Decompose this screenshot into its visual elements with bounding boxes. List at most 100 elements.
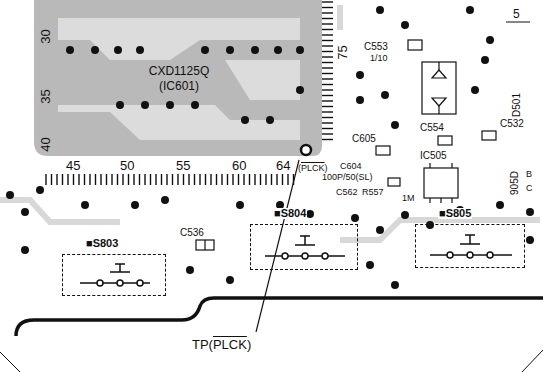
ic-pin bbox=[322, 73, 333, 74]
capacitor-symbol bbox=[196, 240, 214, 250]
part-value: 1/10 bbox=[370, 54, 388, 63]
solder-pad bbox=[356, 71, 364, 79]
solder-pad bbox=[366, 261, 374, 269]
solder-pad bbox=[6, 191, 14, 199]
cut-line bbox=[0, 352, 20, 372]
resistor-symbol bbox=[388, 178, 400, 186]
ic-pin bbox=[322, 29, 333, 30]
solder-pad bbox=[161, 196, 169, 204]
ic-pin bbox=[188, 174, 189, 185]
ic-pin bbox=[194, 174, 195, 185]
ic-pin bbox=[322, 7, 333, 8]
capacitor-symbol bbox=[438, 136, 452, 145]
ic-pin bbox=[183, 174, 184, 185]
ic-pin bbox=[161, 174, 162, 185]
solder-pad bbox=[496, 201, 504, 209]
ic-pin bbox=[155, 174, 156, 185]
ic-pin bbox=[205, 174, 206, 185]
ic-pin bbox=[216, 174, 217, 185]
trace bbox=[340, 220, 540, 240]
switch-symbol bbox=[80, 264, 150, 286]
ic-pin bbox=[322, 56, 333, 57]
ic-pin bbox=[84, 174, 85, 185]
solder-pad bbox=[131, 201, 139, 209]
copper-trace bbox=[225, 60, 300, 100]
solder-pad bbox=[81, 201, 89, 209]
solder-pad bbox=[351, 214, 359, 222]
solder-pad bbox=[21, 246, 29, 254]
solder-pad bbox=[141, 101, 149, 109]
solder-pad bbox=[486, 36, 494, 44]
ic-pin bbox=[276, 174, 277, 185]
solder-pad bbox=[226, 46, 234, 54]
solder-pad bbox=[251, 46, 259, 54]
ic-pin bbox=[238, 174, 239, 185]
solder-pad bbox=[226, 276, 234, 284]
ic-pin bbox=[322, 89, 333, 90]
pin-number: 50 bbox=[120, 159, 134, 172]
part-name: IC505 bbox=[420, 151, 447, 161]
test-point bbox=[301, 145, 311, 155]
capacitor-symbol bbox=[204, 240, 205, 250]
ic-pin bbox=[260, 174, 261, 185]
ic-pin bbox=[172, 174, 173, 185]
ic-pin bbox=[254, 174, 255, 185]
pin-number: 5 bbox=[513, 8, 520, 20]
solder-pad bbox=[236, 201, 244, 209]
solder-pad bbox=[526, 236, 534, 244]
solder-pad bbox=[274, 46, 282, 54]
part-value: 100P/50(SL) bbox=[322, 173, 373, 182]
ic-pin bbox=[166, 174, 167, 185]
pin-number: 45 bbox=[66, 159, 80, 172]
ic-pin bbox=[111, 174, 112, 185]
ic-pin bbox=[100, 174, 101, 185]
diode-bridge bbox=[422, 62, 456, 114]
solder-pad bbox=[91, 46, 99, 54]
solder-pad bbox=[201, 46, 209, 54]
ic-pin bbox=[322, 40, 333, 41]
ic-pin bbox=[282, 174, 283, 185]
solder-pad bbox=[481, 56, 489, 64]
ic-pin bbox=[249, 174, 250, 185]
ic-pin bbox=[322, 23, 333, 24]
ic-pin bbox=[78, 174, 79, 185]
ic-pin bbox=[322, 12, 333, 13]
part-name: R557 bbox=[362, 188, 384, 197]
ic-pin bbox=[322, 45, 333, 46]
ic-pin bbox=[322, 78, 333, 79]
ic-pin bbox=[271, 174, 272, 185]
part-name: C605 bbox=[352, 134, 376, 144]
trace-mark bbox=[506, 22, 530, 23]
ic-pin bbox=[322, 84, 333, 85]
capacitor-symbol bbox=[376, 146, 390, 155]
pin-name: C bbox=[526, 184, 533, 193]
solder-pad bbox=[376, 226, 384, 234]
ic-pin bbox=[210, 174, 211, 185]
chip-label: CXD1125Q bbox=[110, 64, 248, 79]
ic-pin bbox=[232, 174, 233, 185]
solder-pad bbox=[401, 211, 409, 219]
ic-pin bbox=[144, 174, 145, 185]
overline bbox=[301, 162, 325, 163]
solder-pad bbox=[391, 281, 399, 289]
ic-pin bbox=[45, 174, 46, 185]
capacitor-symbol bbox=[408, 40, 422, 50]
solder-pad bbox=[471, 86, 479, 94]
solder-pad bbox=[186, 266, 194, 274]
signal-name: TP(PLCK) bbox=[192, 338, 251, 351]
pin-number: 60 bbox=[232, 159, 246, 172]
solder-pad bbox=[381, 91, 389, 99]
pin-number: 40 bbox=[39, 137, 52, 151]
solder-pad bbox=[526, 208, 534, 216]
ic-pin bbox=[322, 100, 333, 101]
trace bbox=[0, 200, 120, 222]
ic-pin bbox=[128, 174, 129, 185]
capacitor-symbol bbox=[482, 131, 496, 140]
part-name: C562 bbox=[336, 188, 358, 197]
solder-pad bbox=[466, 6, 474, 14]
switch-box: ■S805 bbox=[415, 224, 525, 268]
solder-pad bbox=[426, 221, 434, 229]
solder-pad bbox=[114, 46, 122, 54]
ic-pin bbox=[227, 174, 228, 185]
